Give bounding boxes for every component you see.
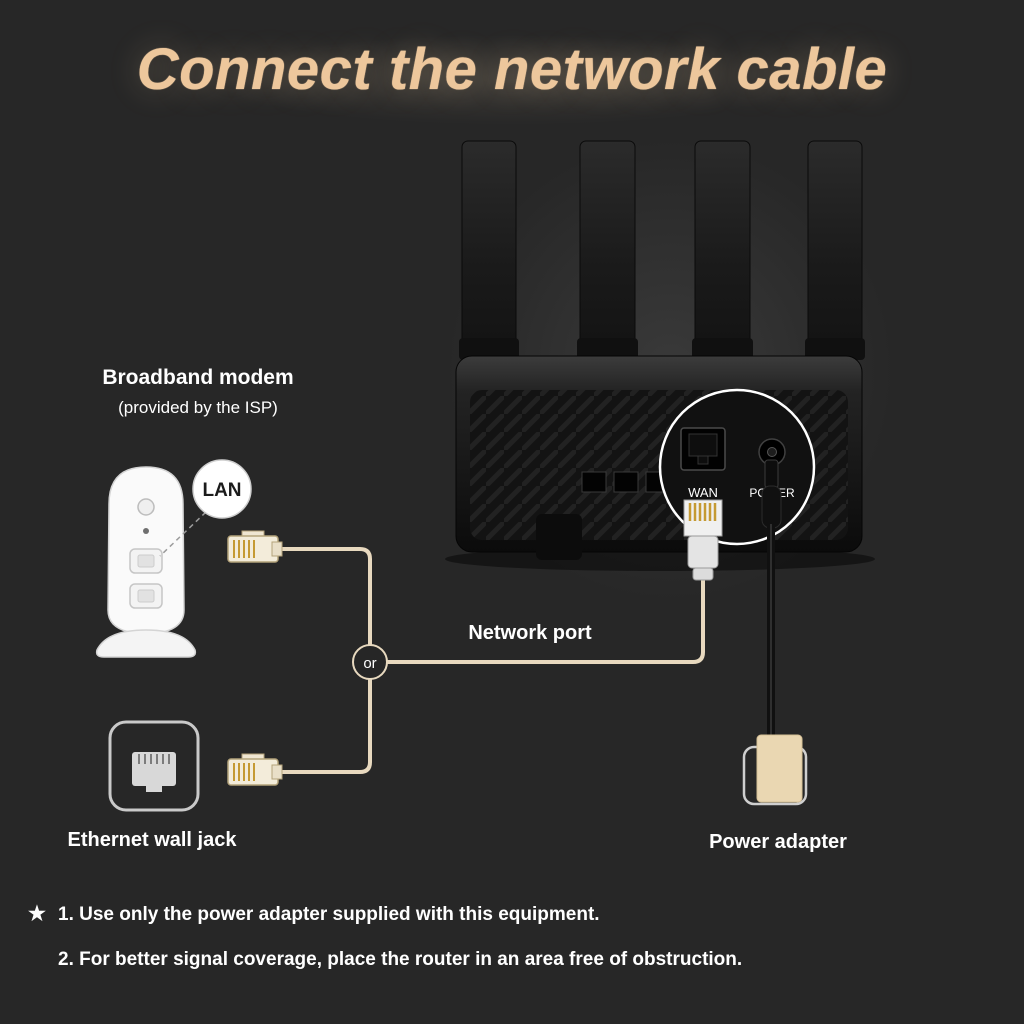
network-cables bbox=[276, 547, 705, 774]
wan-cable-connector bbox=[683, 499, 723, 581]
lan-label: LAN bbox=[202, 480, 241, 501]
router-port-highlight: WAN POWER bbox=[658, 388, 816, 546]
note-text-1: 1. Use only the power adapter supplied w… bbox=[58, 904, 600, 925]
rj45-connector-modem bbox=[227, 530, 283, 563]
router-antennas bbox=[459, 140, 865, 360]
router-lan-ports bbox=[581, 471, 671, 493]
note-line-1: ★ 1. Use only the power adapter supplied… bbox=[28, 901, 742, 928]
power-adapter-illustration bbox=[742, 734, 808, 806]
note-line-2: 2. For better signal coverage, place the… bbox=[28, 947, 742, 973]
wan-port bbox=[680, 427, 726, 471]
network-port-label: Network port bbox=[468, 622, 592, 644]
rj45-connector-walljack bbox=[227, 753, 283, 786]
or-junction: or bbox=[352, 644, 388, 680]
power-adapter-label: Power adapter bbox=[709, 831, 847, 853]
modem-sublabel: (provided by the ISP) bbox=[118, 398, 278, 417]
lan-callout-circle bbox=[192, 459, 252, 519]
router-stand bbox=[536, 514, 582, 560]
router-illustration: WAN POWER bbox=[455, 140, 865, 560]
power-cable bbox=[761, 459, 782, 737]
power-port bbox=[758, 438, 786, 466]
footnotes: ★ 1. Use only the power adapter supplied… bbox=[28, 901, 742, 973]
or-label: or bbox=[363, 655, 376, 672]
lan-callout-line bbox=[159, 511, 207, 557]
wall-jack-illustration bbox=[108, 720, 200, 812]
star-icon: ★ bbox=[28, 903, 46, 925]
wall-jack-label: Ethernet wall jack bbox=[67, 829, 237, 851]
note-text-2: 2. For better signal coverage, place the… bbox=[58, 949, 743, 970]
modem-label: Broadband modem bbox=[102, 366, 294, 389]
modem-illustration: LAN bbox=[95, 459, 252, 658]
page-title: Connect the network cable bbox=[136, 37, 888, 102]
wan-label: WAN bbox=[688, 485, 718, 500]
